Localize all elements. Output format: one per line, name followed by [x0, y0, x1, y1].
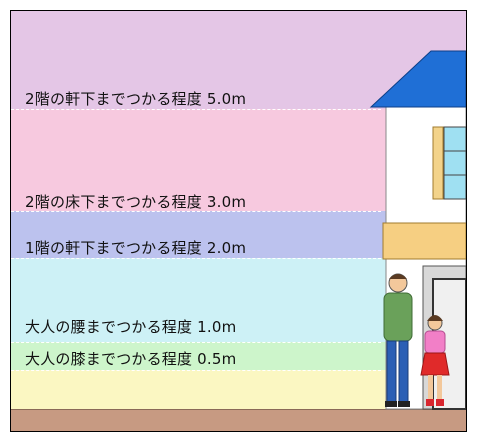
label-2m: 1階の軒下までつかる程度 2.0m [25, 239, 247, 257]
label-1m: 大人の腰までつかる程度 1.0m [25, 318, 237, 336]
flood-depth-diagram: 2階の軒下までつかる程度 5.0m 2階の床下までつかる程度 3.0m 1階の軒… [10, 10, 467, 432]
level-line-1m [11, 342, 381, 343]
man-figure [383, 273, 413, 407]
level-line-05m [11, 370, 381, 371]
house-eave [382, 222, 466, 260]
level-line-5m [11, 109, 381, 110]
ground [11, 409, 466, 431]
label-05m: 大人の膝までつかる程度 0.5m [25, 350, 237, 368]
house-and-people-illustration [369, 50, 466, 410]
window-shutter-left [432, 126, 444, 200]
level-line-3m [11, 211, 381, 212]
window [443, 126, 466, 200]
house-roof [369, 50, 466, 108]
label-3m: 2階の床下までつかる程度 3.0m [25, 193, 247, 211]
level-line-2m [11, 258, 381, 259]
label-5m: 2階の軒下までつかる程度 5.0m [25, 90, 247, 108]
girl-figure [420, 315, 450, 406]
